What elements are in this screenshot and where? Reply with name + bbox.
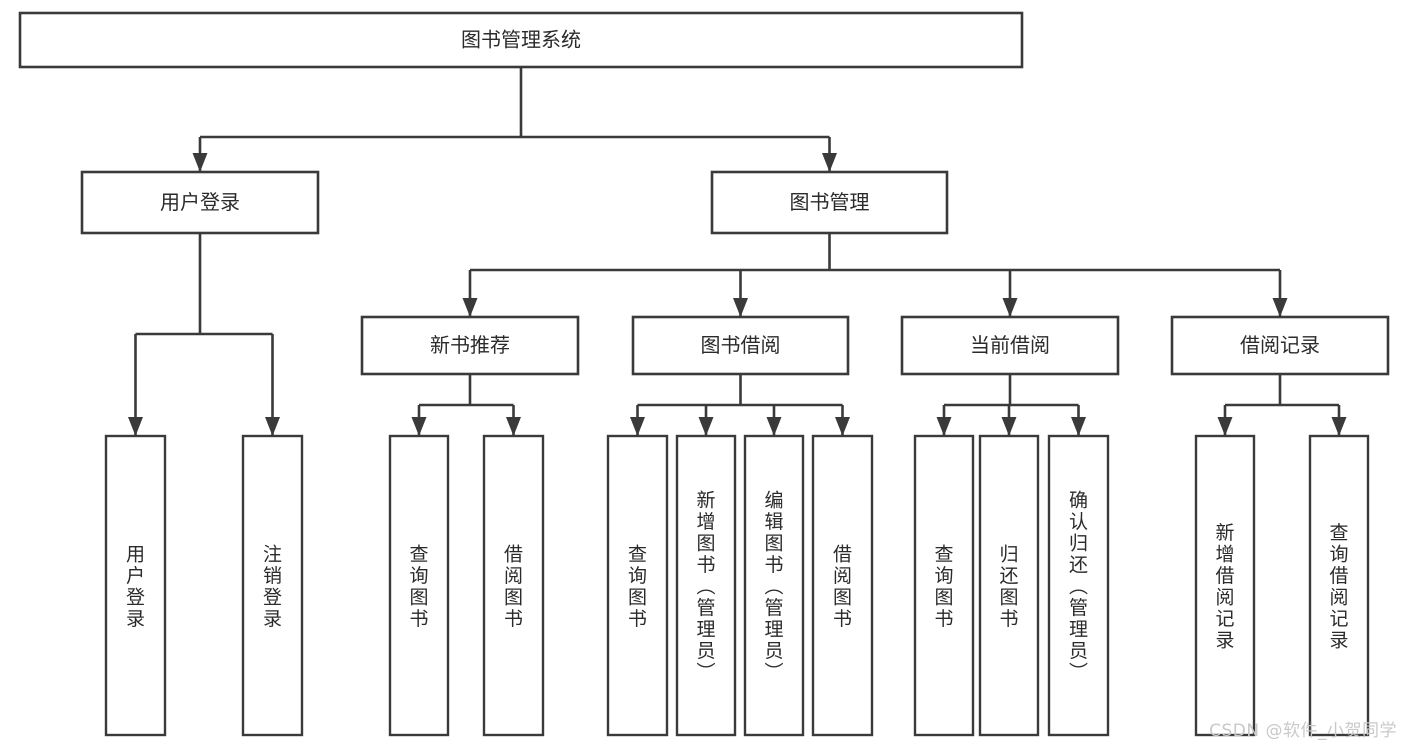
current-borrow-arrow-2 [1071, 417, 1086, 436]
node-label-root: 图书管理系统 [461, 28, 581, 52]
node-label-borrow-records: 借阅记录 [1240, 333, 1320, 357]
node-label-recommend-query-book: 查询图书 [409, 543, 428, 630]
node-label-recommend-borrow-book: 借阅图书 [504, 543, 523, 630]
node-box-user-login-login[interactable] [104, 434, 167, 737]
book-borrow-arrow-0 [630, 417, 645, 436]
node-box-recommend-borrow-book[interactable] [482, 434, 545, 737]
node-label-current-query-book: 查询图书 [934, 543, 953, 630]
user-login-arrow-0 [128, 417, 143, 436]
node-borrow-records[interactable]: 借阅记录 [1170, 315, 1390, 376]
node-user-login-logout[interactable]: 注销登录 [241, 434, 304, 737]
node-records-query[interactable]: 查询借阅记录 [1308, 434, 1370, 737]
node-label-borrow-query-book: 查询图书 [628, 543, 647, 630]
node-borrow-query-book[interactable]: 查询图书 [606, 434, 669, 737]
node-box-user-login-logout[interactable] [241, 434, 304, 737]
book-management-arrow-1 [733, 298, 748, 317]
root-arrow-1 [822, 153, 837, 172]
connector-layer [128, 67, 1347, 436]
node-box-borrow-add-book[interactable] [675, 434, 737, 737]
node-current-query-book[interactable]: 查询图书 [913, 434, 975, 737]
node-label-borrow-borrow-book: 借阅图书 [833, 543, 852, 630]
node-layer: 图书管理系统用户登录用户登录注销登录图书管理新书推荐查询图书借阅图书图书借阅查询… [18, 11, 1390, 737]
new-book-recommend-arrow-0 [411, 417, 427, 436]
node-label-records-query: 查询借阅记录 [1329, 521, 1348, 651]
node-user-login-login[interactable]: 用户登录 [104, 434, 167, 737]
node-recommend-query-book[interactable]: 查询图书 [388, 434, 450, 737]
node-current-return-book[interactable]: 归还图书 [978, 434, 1040, 737]
book-management-arrow-0 [462, 298, 478, 317]
node-label-user-login-login: 用户登录 [126, 543, 145, 630]
node-label-user-login-logout: 注销登录 [263, 543, 282, 630]
node-user-login[interactable]: 用户登录 [80, 170, 320, 235]
node-borrow-add-book[interactable]: 新增图书︵管理员︶ [675, 434, 737, 737]
node-current-confirm-return[interactable]: 确认归还︵管理员︶ [1047, 434, 1110, 737]
node-book-borrow[interactable]: 图书借阅 [631, 315, 850, 376]
book-borrow-arrow-2 [766, 417, 782, 436]
node-box-current-confirm-return[interactable] [1047, 434, 1110, 737]
user-login-arrow-1 [265, 417, 280, 436]
node-label-borrow-add-book: 新增图书︵管理员︶ [696, 489, 715, 683]
node-box-records-query[interactable] [1308, 434, 1370, 737]
node-borrow-borrow-book[interactable]: 借阅图书 [811, 434, 874, 737]
book-management-arrow-3 [1272, 298, 1288, 317]
root-arrow-0 [192, 153, 208, 172]
csdn-watermark: CSDN @软件_小贺同学 [1209, 721, 1397, 741]
node-box-root[interactable] [18, 11, 1024, 69]
node-box-current-query-book[interactable] [913, 434, 975, 737]
node-label-book-management: 图书管理 [790, 190, 870, 214]
borrow-records-arrow-1 [1331, 417, 1347, 436]
node-label-user-login: 用户登录 [160, 190, 240, 214]
node-box-borrow-edit-book[interactable] [743, 434, 805, 737]
node-box-book-management[interactable] [710, 170, 949, 235]
node-label-book-borrow: 图书借阅 [701, 333, 781, 357]
node-label-current-return-book: 归还图书 [999, 543, 1018, 630]
node-box-records-add[interactable] [1194, 434, 1256, 737]
current-borrow-arrow-0 [936, 417, 952, 436]
node-label-current-borrow: 当前借阅 [970, 333, 1050, 357]
book-management-arrow-2 [1002, 298, 1018, 317]
node-root[interactable]: 图书管理系统 [18, 11, 1024, 69]
node-current-borrow[interactable]: 当前借阅 [900, 315, 1120, 376]
new-book-recommend-arrow-1 [506, 417, 521, 436]
node-box-recommend-query-book[interactable] [388, 434, 450, 737]
node-box-borrow-borrow-book[interactable] [811, 434, 874, 737]
node-box-current-borrow[interactable] [900, 315, 1120, 376]
node-records-add[interactable]: 新增借阅记录 [1194, 434, 1256, 737]
node-box-borrow-records[interactable] [1170, 315, 1390, 376]
borrow-records-arrow-0 [1217, 417, 1233, 436]
node-label-current-confirm-return: 确认归还︵管理员︶ [1069, 489, 1088, 683]
node-label-new-book-recommend: 新书推荐 [430, 333, 510, 357]
node-borrow-edit-book[interactable]: 编辑图书︵管理员︶ [743, 434, 805, 737]
node-box-borrow-query-book[interactable] [606, 434, 669, 737]
current-borrow-arrow-1 [1001, 417, 1017, 436]
node-book-management[interactable]: 图书管理 [710, 170, 949, 235]
node-box-book-borrow[interactable] [631, 315, 850, 376]
node-label-records-add: 新增借阅记录 [1215, 521, 1234, 651]
node-box-current-return-book[interactable] [978, 434, 1040, 737]
book-borrow-arrow-3 [835, 417, 850, 436]
node-label-borrow-edit-book: 编辑图书︵管理员︶ [764, 489, 783, 683]
node-new-book-recommend[interactable]: 新书推荐 [360, 315, 580, 376]
node-recommend-borrow-book[interactable]: 借阅图书 [482, 434, 545, 737]
book-borrow-arrow-1 [698, 417, 714, 436]
node-box-user-login[interactable] [80, 170, 320, 235]
node-box-new-book-recommend[interactable] [360, 315, 580, 376]
